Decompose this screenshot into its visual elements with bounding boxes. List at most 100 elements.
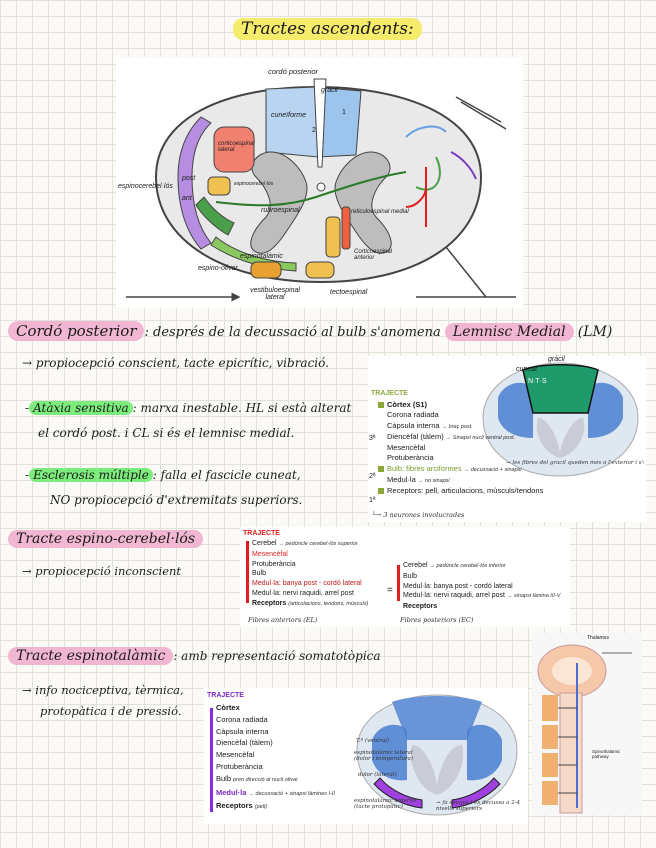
- section1-title: Cordó posterior: [8, 321, 145, 341]
- section3-title: Tracte espinotalàmic: [8, 647, 174, 665]
- label-espino-olivar: espino-olivar: [198, 265, 238, 272]
- label-gracil: gràcil: [321, 87, 338, 94]
- traj1-label-cuneat: cuneat: [516, 366, 538, 373]
- label-reticuloespinal-medial: reticuloespinal medial: [351, 209, 409, 215]
- section3-heading: Tracte espinotalàmic: amb representació …: [8, 647, 381, 665]
- label-tectoespinal: tectoespinal: [330, 289, 368, 296]
- label-espinocerebel-los-small: espinocerebel·lós: [234, 181, 274, 187]
- traj2-left-receptors: Receptors (articulacions, tendons, múscu…: [252, 599, 369, 607]
- traj3-item-capsula: Càpsula interna: [216, 726, 269, 736]
- traj1-item-bulb: Bulb: fibres arciformes → decussació + s…: [378, 464, 543, 475]
- traj3-arrow: [210, 708, 213, 812]
- traj1-note-right: → les fibres del grácil queden més a l'e…: [506, 460, 644, 466]
- label-corticoespinal-lateral: corticoespinal lateral: [218, 141, 255, 153]
- traj3-item-cortex: Còrtex: [216, 703, 240, 712]
- section1-heading: Cordó posterior: després de la decussaci…: [8, 321, 613, 341]
- traj2-right-list: Cerebel → pedúncle cerebel·lós inferior …: [403, 561, 560, 612]
- lemnisc-medial-label: Lemnisc Medial: [444, 323, 574, 341]
- spinothalamic-figure: Thalamus Spinothalamic pathway: [532, 633, 642, 815]
- traj1-num-1: 1ª: [369, 497, 376, 504]
- ataxia-label: Atàxia sensitiva: [29, 401, 133, 415]
- traj1-item-mesencefal: Mesencèfal: [387, 443, 426, 453]
- label-corticoespinal-anterior: Corticoespinal anterior: [354, 249, 393, 261]
- traj1-title: TRAJECTE: [371, 390, 408, 397]
- traj2-left-footer: Fibres anteriors (EL): [248, 616, 318, 624]
- label-espinocerebel-los: espinocerebel·lós: [118, 183, 173, 190]
- label-cordo-posterior: cordó posterior: [268, 67, 319, 76]
- ataxia-line2: el cordó post. i CL si és el lemnisc med…: [38, 426, 295, 440]
- traj1-num-2: 2ª: [369, 473, 376, 480]
- traj2-left-nervi: Medul·la: nervi raquidi, arrel post: [252, 589, 354, 597]
- traj1-note-bottom: └→ 3 neurones involucrades: [372, 511, 465, 519]
- trajecte3-panel: TRAJECTE Còrtex Corona radiada Càpsula i…: [204, 688, 528, 824]
- label-post: post: [182, 175, 196, 182]
- figure-note: Spinothalamic pathway: [592, 749, 621, 759]
- traj3-cord-note-2: dolor (lateral): [358, 772, 397, 778]
- traj2-right-nervi: Medul·la: nervi raquidi, arrel post → si…: [403, 592, 561, 600]
- label-vestibuloespinal-lateral: vestibuloespinal lateral: [250, 287, 300, 301]
- label-num-1: 1: [342, 109, 346, 116]
- section1-title-rest: : després de la decussació al bulb s'ano…: [144, 325, 441, 340]
- traj2-right-arrow: [397, 565, 400, 601]
- traj3-cord-note-3: espinotalàmic anterior (tacte protopàtic…: [354, 798, 418, 810]
- traj2-right-bulb: Bulb: [403, 572, 418, 580]
- traj1-label-num: N·T·S: [528, 378, 547, 385]
- traj3-item-bulb: Bulb pren direcció al nucli olivar: [216, 773, 298, 783]
- traj1-item-receptors: Receptors: pell, articulacions, músculs/…: [378, 486, 543, 496]
- traj1-item-diencefal: Diencèfal (tàlem) → Sinapsi nucli ventra…: [387, 431, 516, 441]
- esclerosis-rest: : falla el fascicle cuneat,: [152, 468, 301, 482]
- figure-title: Thalamus: [587, 635, 609, 641]
- lemnisc-medial-abbr: (LM): [577, 324, 613, 340]
- traj1-list: Còrtex (S1) Corona radiada Càpsula inter…: [378, 400, 543, 497]
- traj1-item-corona: Corona radiada: [387, 410, 439, 420]
- traj3-list: Còrtex Corona radiada Càpsula interna Di…: [216, 702, 335, 814]
- section2-title: Tracte espino-cerebel·lós: [8, 530, 204, 548]
- label-num-2: 2: [312, 127, 316, 134]
- traj3-cord-note-4: → fa sinapsi i es decussa a 2-4 nivells …: [436, 800, 520, 812]
- traj3-cord-note-1: espinotalàmic lateral (dolor i temperatu…: [354, 750, 414, 762]
- traj2-left-cerebel: Cerebel → pedúncle cerebel·lós superior: [252, 540, 358, 547]
- ataxia-rest: : marxa inestable. HL si està alterat: [132, 401, 352, 415]
- section3-line1: → info nociceptiva, tèrmica,: [22, 683, 184, 697]
- traj3-cord-note-0: T.ª (ventral): [356, 738, 390, 744]
- esclerosis-line2: NO propiocepció d'extremitats superiors.: [50, 493, 303, 507]
- section2-line1: → propiocepció inconscient: [22, 564, 182, 578]
- traj1-label-gracil: gràcil: [548, 356, 565, 363]
- section3-line2: protopàtica i de pressió.: [40, 704, 182, 718]
- esclerosis-label: Esclerosis múltiple: [29, 468, 153, 482]
- traj1-num-3: 3ª: [369, 435, 376, 442]
- label-cuneiforme: cuneïforme: [271, 112, 307, 119]
- spinal-cord-svg: [126, 78, 516, 302]
- traj2-equals: =: [387, 585, 393, 596]
- trajecte1-panel: cuneat gràcil N·T·S TRAJECTE Còrtex (S1)…: [368, 356, 646, 522]
- traj3-item-corona: Corona radiada: [216, 714, 268, 724]
- traj1-item-medulla: Medul·la → no sinapsi: [387, 475, 450, 485]
- spinothalamic-figure-svg: [537, 644, 632, 814]
- traj2-title: TRAJECTE: [243, 530, 280, 537]
- page-title: Tractes ascendents:: [233, 18, 422, 40]
- ataxia-line: -Atàxia sensitiva: marxa inestable. HL s…: [25, 401, 352, 415]
- traj3-cord-svg: [356, 694, 518, 816]
- traj3-item-mesencefal: Mesencèfal: [216, 750, 255, 760]
- traj3-item-receptors: Receptors (pell): [216, 801, 268, 811]
- label-ant: ant: [182, 195, 192, 202]
- traj2-left-list: Cerebel → pedúncle cerebel·lós superior …: [252, 539, 368, 610]
- label-espinotalamic: espinotalàmic: [240, 253, 283, 260]
- traj3-item-protuberancia: Protuberància: [216, 761, 263, 771]
- traj3-item-medulla: Medul·la → decussació + sinapsi làmines …: [216, 787, 335, 797]
- traj2-right-footer: Fibres posteriors (EC): [400, 616, 474, 624]
- traj3-title: TRAJECTE: [207, 692, 244, 699]
- spinal-cord-diagram: cordó posterior gràcil cuneïforme 2 1 co…: [116, 57, 523, 308]
- section3-title-rest: : amb representació somatotòpica: [173, 649, 381, 663]
- traj1-item-cortex: Còrtex (S1): [378, 400, 543, 410]
- traj2-left-banya: Medul·la: banya post - cordó lateral: [252, 580, 362, 588]
- traj2-right-cerebel: Cerebel → pedúncle cerebel·lós inferior: [403, 562, 506, 569]
- traj3-item-diencefal: Diencèfal (tàlem): [216, 738, 273, 748]
- trajecte1-cord-svg: [482, 362, 639, 477]
- traj2-right-banya: Medul·la: banya post - cordó lateral: [403, 582, 513, 590]
- traj2-left-protuberancia: Protuberància: [252, 560, 296, 568]
- label-rubroespinal: rubroespinal: [261, 207, 300, 214]
- traj2-right-receptors: Receptors: [403, 603, 438, 611]
- traj1-item-capsula: Càpsula interna → braç post.: [387, 420, 473, 430]
- section1-line1: → propiocepció conscient, tacte epicríti…: [22, 356, 329, 370]
